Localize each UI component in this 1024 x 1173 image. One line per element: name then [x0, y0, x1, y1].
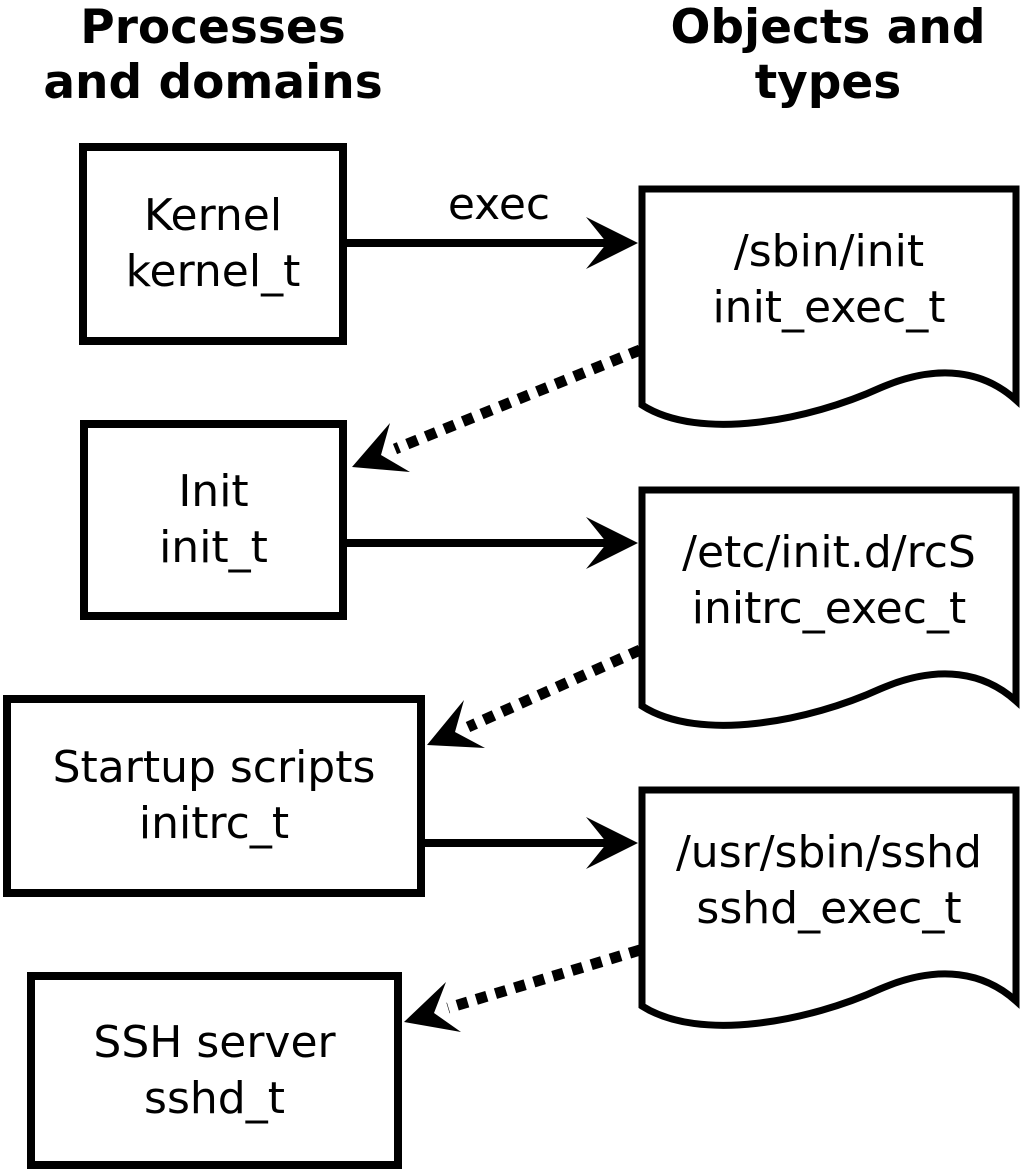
right-header-line2: types [754, 55, 902, 110]
process-domain: sshd_t [144, 1072, 285, 1124]
left-column-header: Processes and domains [0, 0, 426, 110]
left-header-line1: Processes [80, 0, 346, 55]
arrowhead-icon [404, 982, 461, 1032]
init-box-label: Init init_t [84, 424, 343, 616]
transition-arrow-sshd-to-sshserver [446, 944, 642, 1014]
kernel-box [79, 143, 347, 345]
object-path: /sbin/init [733, 226, 925, 277]
arrowhead-icon [586, 817, 638, 869]
transition-arrow-rcs-to-startup [465, 644, 643, 733]
process-domain: initrc_t [138, 798, 290, 849]
object-type: init_exec_t [712, 282, 946, 333]
ssh-server-box [27, 972, 402, 1169]
arrowhead-icon [586, 217, 638, 269]
kernel-box-label: Kernel kernel_t [83, 147, 343, 341]
sbin-init-document [638, 185, 1020, 428]
init-box [80, 420, 347, 620]
etc-initd-rcs-document-label: /etc/init.d/rcS initrc_exec_t [642, 490, 1016, 706]
etc-initd-rcs-document [638, 486, 1020, 729]
startup-scripts-box [3, 695, 425, 897]
process-name: Startup scripts [52, 742, 376, 793]
arrowhead-icon [352, 423, 410, 472]
object-type: sshd_exec_t [696, 883, 962, 934]
process-domain: kernel_t [125, 246, 301, 297]
right-column-header: Objects and types [626, 0, 1024, 110]
process-name: Init [178, 466, 249, 517]
startup-scripts-box-label: Startup scripts initrc_t [7, 699, 421, 893]
process-domain: init_t [159, 522, 268, 573]
sbin-init-document-label: /sbin/init init_exec_t [642, 189, 1016, 405]
exec-edge-label: exec [447, 179, 551, 230]
object-path: /usr/sbin/sshd [675, 827, 982, 878]
right-header-line1: Objects and [670, 0, 986, 55]
object-type: initrc_exec_t [691, 583, 967, 634]
usr-sbin-sshd-document-label: /usr/sbin/sshd sshd_exec_t [642, 790, 1016, 1006]
arrowhead-icon [586, 517, 638, 569]
process-name: Kernel [143, 190, 283, 241]
left-header-line2: and domains [43, 55, 383, 110]
usr-sbin-sshd-document [638, 786, 1020, 1029]
process-name: SSH server [93, 1016, 336, 1068]
transition-arrow-sbin-init-to-init [392, 344, 643, 455]
ssh-server-box-label: SSH server sshd_t [31, 976, 398, 1165]
object-path: /etc/init.d/rcS [682, 527, 976, 578]
arrowhead-icon [427, 700, 485, 748]
